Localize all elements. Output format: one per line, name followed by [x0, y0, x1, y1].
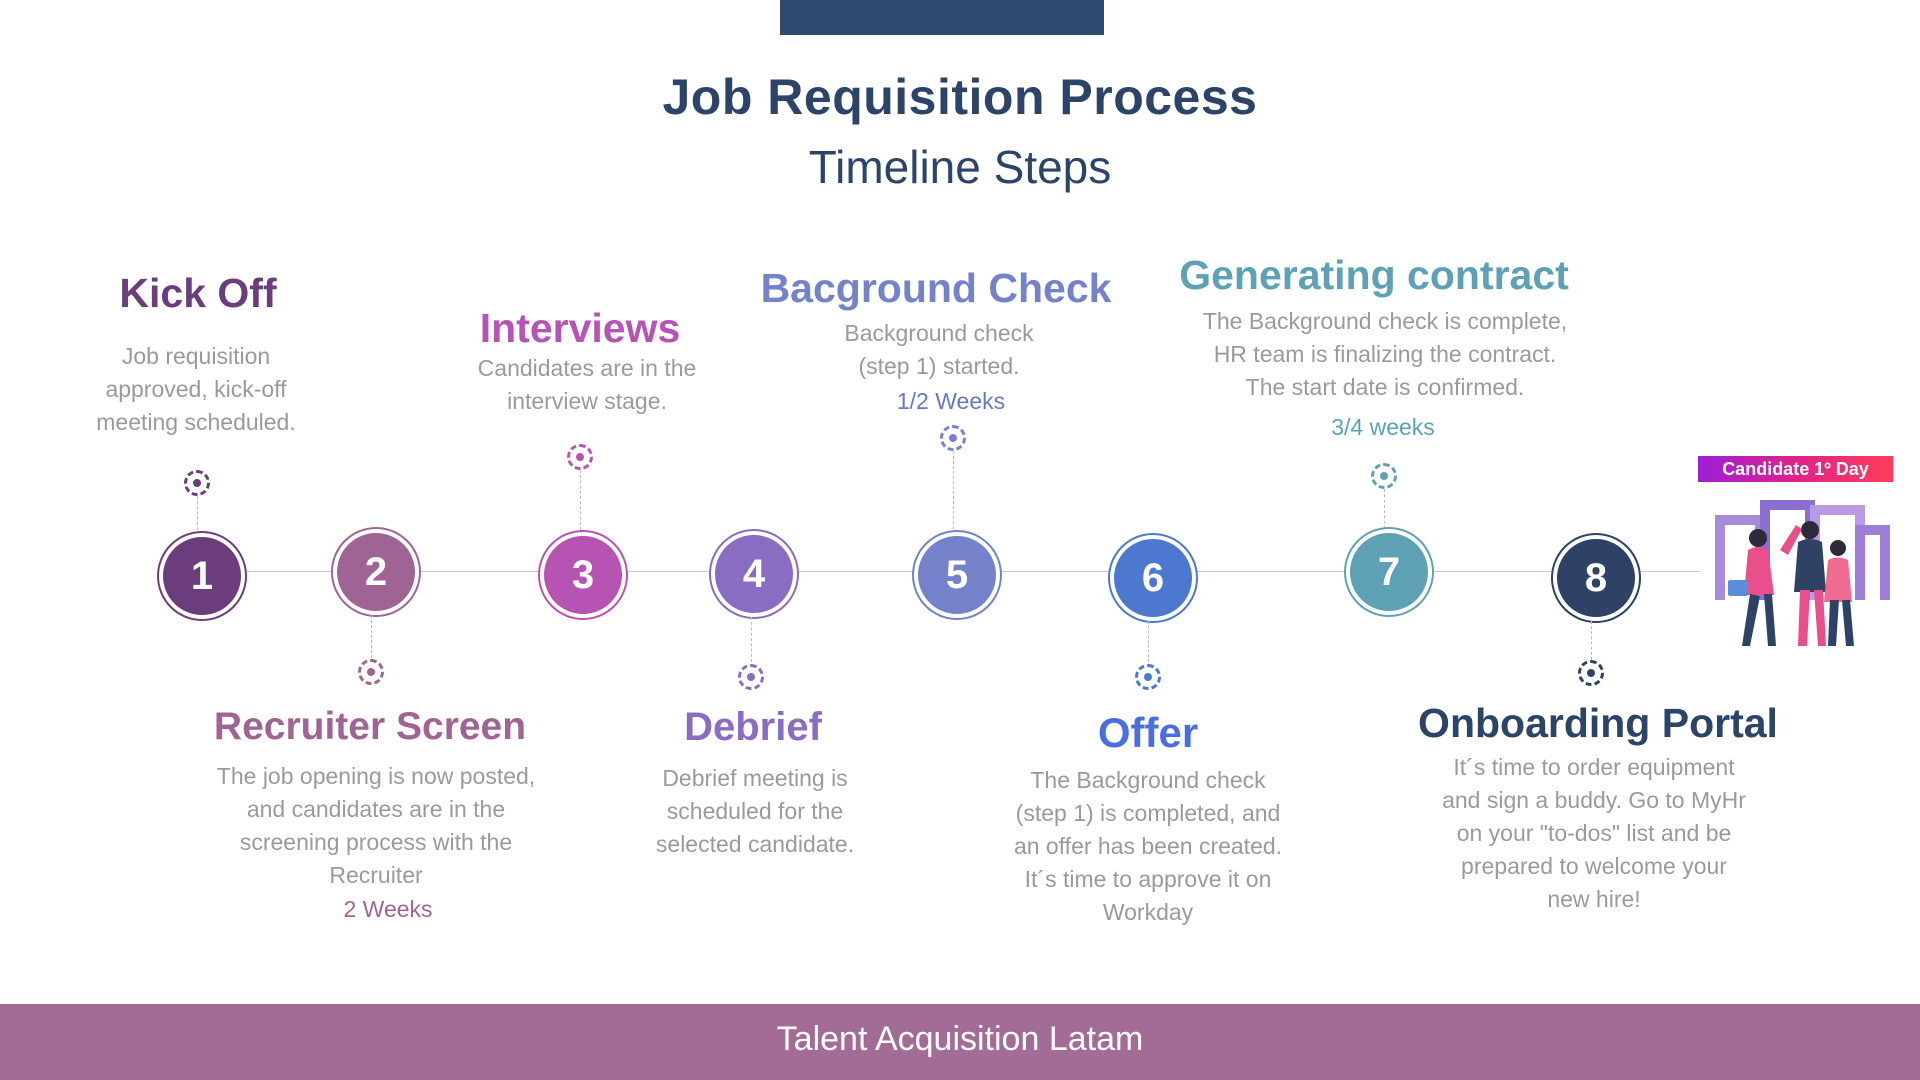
footer-bar: Talent Acquisition Latam	[0, 1004, 1920, 1080]
step-1-desc-line: meeting scheduled.	[96, 409, 296, 435]
step-5-circle: 5	[914, 532, 1000, 618]
step-6-desc-line: an offer has been created.	[1013, 833, 1283, 859]
step-1-desc-line: approved, kick-off	[105, 376, 287, 402]
step-7-desc-line: The Background check is complete,	[1202, 308, 1568, 334]
step-2-desc-line: and candidates are in the	[246, 796, 506, 822]
step-5-description: Background check (step 1) started.	[844, 317, 1033, 383]
step-2-circle: 2	[333, 529, 419, 615]
step-1-connector	[197, 496, 198, 530]
step-6-desc-line: The Background check	[1030, 767, 1266, 793]
step-7-description: The Background check is complete, HR tea…	[1203, 305, 1567, 404]
step-6-desc-line: It´s time to approve it on	[1024, 866, 1272, 892]
step-4-connector	[751, 617, 752, 662]
step-2-desc-line: screening process with the	[239, 829, 513, 855]
step-6-circle: 6	[1110, 535, 1196, 621]
step-2-title: Recruiter Screen	[213, 705, 527, 748]
step-3-description: Candidates are in the interview stage.	[478, 352, 697, 418]
step-4-desc-line: scheduled for the	[666, 798, 844, 824]
step-2-desc-line: The job opening is now posted,	[216, 763, 536, 789]
step-7-desc-line: HR team is finalizing the contract.	[1213, 341, 1557, 367]
team-celebration-illustration	[1715, 500, 1890, 646]
step-8-connector	[1591, 621, 1592, 660]
step-5-desc-line: (step 1) started.	[858, 353, 1020, 379]
step-4-desc-line: Debrief meeting is	[662, 765, 848, 791]
step-7-connector	[1384, 489, 1385, 529]
step-7-circle: 7	[1346, 529, 1432, 615]
step-8-marker-icon	[1578, 660, 1604, 686]
top-accent-bar	[780, 0, 1104, 35]
step-8-desc-line: and sign a buddy. Go to MyHr	[1442, 787, 1746, 813]
step-6-marker-icon	[1135, 664, 1161, 690]
step-3-desc-line: Candidates are in the	[477, 355, 697, 381]
step-5-title: Bacground Check	[760, 265, 1112, 311]
step-2-desc-line: Recruiter	[329, 862, 423, 888]
step-6-title: Offer	[1097, 709, 1199, 756]
candidate-first-day-badge: Candidate 1º Day	[1698, 456, 1893, 482]
step-5-duration: 1/2 Weeks	[896, 388, 1006, 414]
step-8-title: Onboarding Portal	[1418, 700, 1778, 746]
step-2-connector	[371, 615, 372, 658]
step-8-desc-line: It´s time to order equipment	[1453, 754, 1735, 780]
step-3-desc-line: interview stage.	[507, 388, 667, 414]
step-8-desc-line: on your "to-dos" list and be	[1456, 820, 1732, 846]
step-4-marker-icon	[738, 664, 764, 690]
step-2-description: The job opening is now posted, and candi…	[217, 760, 535, 892]
step-2-marker-icon	[358, 659, 384, 685]
step-7-title: Generating contract	[1179, 252, 1569, 298]
step-3-marker-icon	[567, 444, 593, 470]
step-4-circle: 4	[711, 531, 797, 617]
step-5-connector	[953, 451, 954, 529]
step-7-desc-line: The start date is confirmed.	[1245, 374, 1525, 400]
step-4-description: Debrief meeting is scheduled for the sel…	[656, 762, 854, 861]
step-8-desc-line: prepared to welcome your	[1461, 853, 1727, 879]
step-6-description: The Background check (step 1) is complet…	[1014, 764, 1282, 929]
step-3-circle: 3	[540, 532, 626, 618]
step-3-connector	[580, 470, 581, 530]
step-1-description: Job requisition approved, kick-off meeti…	[96, 340, 295, 439]
step-6-desc-line: Workday	[1102, 899, 1194, 925]
step-1-title: Kick Off	[119, 270, 277, 316]
step-7-duration: 3/4 weeks	[1331, 414, 1435, 440]
step-3-title: Interviews	[479, 305, 681, 351]
step-5-desc-line: Background check	[844, 320, 1034, 346]
step-1-circle: 1	[159, 533, 245, 619]
step-6-desc-line: (step 1) is completed, and	[1015, 800, 1281, 826]
step-2-duration: 2 Weeks	[343, 896, 433, 922]
page-subtitle: Timeline Steps	[808, 141, 1112, 193]
step-6-connector	[1148, 621, 1149, 662]
step-8-description: It´s time to order equipment and sign a …	[1442, 751, 1746, 916]
step-1-marker-icon	[184, 470, 210, 496]
page-title: Job Requisition Process	[662, 69, 1258, 125]
step-4-title: Debrief	[684, 705, 822, 749]
step-4-desc-line: selected candidate.	[655, 831, 855, 857]
step-1-desc-line: Job requisition	[121, 343, 271, 369]
step-8-circle: 8	[1553, 535, 1639, 621]
step-8-desc-line: new hire!	[1547, 886, 1641, 912]
step-5-marker-icon	[940, 425, 966, 451]
step-7-marker-icon	[1371, 463, 1397, 489]
